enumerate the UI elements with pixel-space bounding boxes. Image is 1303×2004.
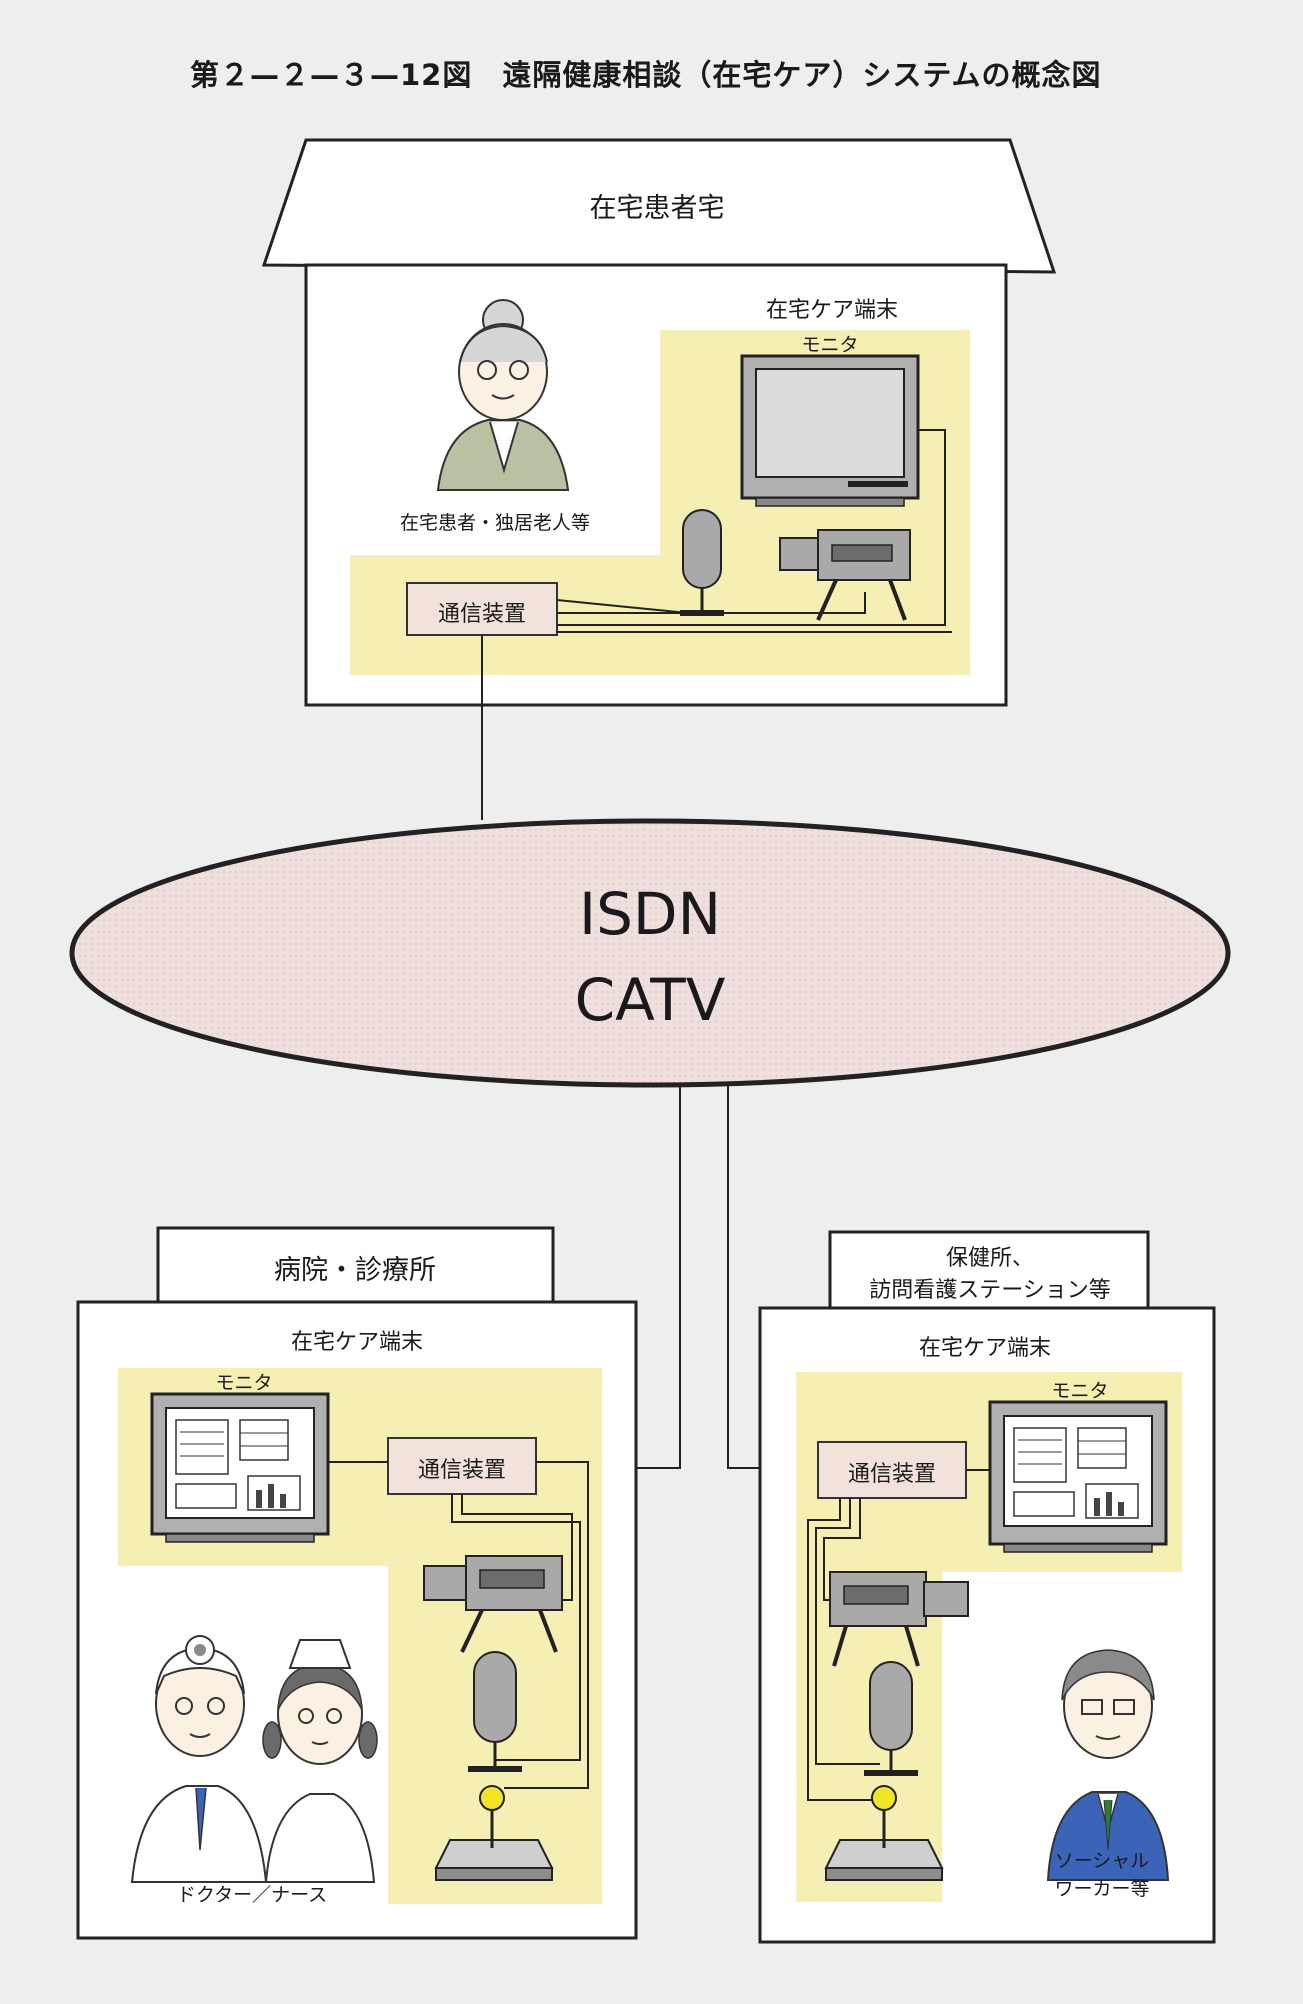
network-label-catv: CATV xyxy=(575,966,726,1034)
hospital-person-label: ドクター／ナース xyxy=(177,1880,327,1907)
network-ellipse xyxy=(72,821,1228,1085)
network-label-isdn: ISDN xyxy=(579,880,721,948)
hospital-monitor-icon xyxy=(152,1394,328,1542)
health-center-monitor-icon xyxy=(990,1402,1166,1552)
health-center-name-line1: 保健所、 xyxy=(946,1240,1034,1272)
health-center-monitor-label: モニタ xyxy=(1051,1376,1108,1403)
health-center-comm-label: 通信装置 xyxy=(848,1456,936,1488)
home-person-label: 在宅患者・独居老人等 xyxy=(400,508,590,535)
health-center-terminal-label: 在宅ケア端末 xyxy=(919,1330,1051,1362)
home-monitor-icon xyxy=(742,356,918,506)
hospital-monitor-label: モニタ xyxy=(215,1368,272,1395)
health-center-name-line2: 訪問看護ステーション等 xyxy=(869,1272,1111,1304)
home-monitor-label: モニタ xyxy=(801,330,858,357)
health-center-person-label-line2: ワーカー等 xyxy=(1054,1874,1149,1901)
home-terminal-label: 在宅ケア端末 xyxy=(766,292,898,324)
diagram-title: 第２—２—３—12図 遠隔健康相談（在宅ケア）システムの概念図 xyxy=(190,52,1102,94)
hospital-terminal-label: 在宅ケア端末 xyxy=(291,1324,423,1356)
health-center-person-label-line1: ソーシャル xyxy=(1055,1846,1150,1873)
hospital-name: 病院・診療所 xyxy=(274,1248,436,1287)
home-comm-label: 通信装置 xyxy=(438,596,526,628)
home-name: 在宅患者宅 xyxy=(590,186,725,225)
hospital-comm-label: 通信装置 xyxy=(418,1452,506,1484)
